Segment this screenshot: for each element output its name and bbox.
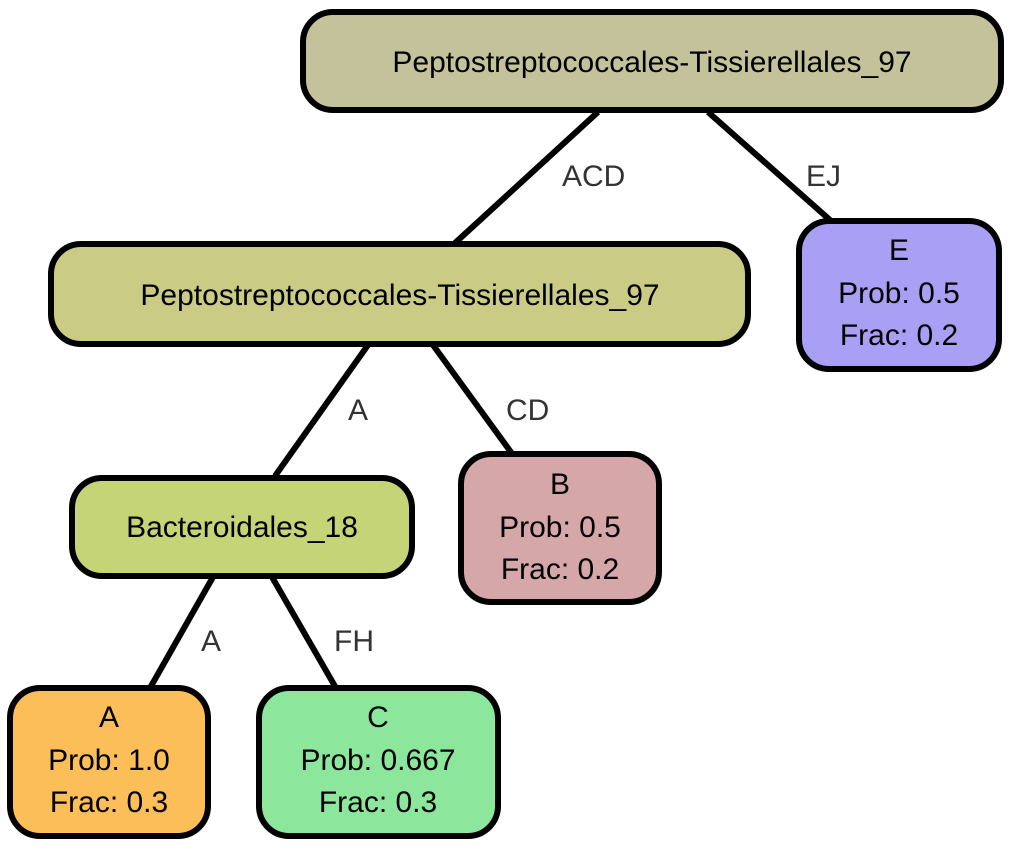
edge-inner-to-bacteroidales [272,343,371,478]
tree-edges [147,109,832,690]
edge-bacteroidales-to-a [147,575,216,690]
node-leaf-b-class: B [550,468,570,501]
node-leaf-c-class: C [367,701,389,734]
edge-label-fh: FH [334,625,374,658]
node-leaf-c-prob: Prob: 0.667 [300,744,455,777]
tree-edge-labels: ACD EJ A CD A FH [201,160,841,658]
node-inner: Peptostreptococcales-Tissierellales_97 [48,241,751,347]
node-leaf-a-box [7,685,211,839]
edge-label-cd: CD [506,394,549,427]
edge-inner-to-b [430,343,516,457]
edge-label-a-upper: A [348,394,368,427]
node-leaf-a-frac: Frac: 0.3 [50,786,168,819]
node-bacteroidales-label: Bacteroidales_18 [126,511,358,544]
node-leaf-b-box [458,451,662,605]
edge-label-a-lower: A [201,625,221,658]
node-bacteroidales-box [69,475,415,579]
node-leaf-e-box [796,218,1002,372]
node-leaf-a-prob: Prob: 1.0 [48,744,170,777]
node-leaf-a-class: A [99,701,119,734]
tree-nodes: Peptostreptococcales-Tissierellales_97 P… [7,9,1004,839]
node-leaf-c-frac: Frac: 0.3 [319,786,437,819]
node-root-box [300,9,1004,113]
node-leaf-c: C Prob: 0.667 Frac: 0.3 [256,685,501,839]
node-leaf-e-class: E [889,234,909,267]
edge-label-acd: ACD [562,160,625,193]
node-leaf-a: A Prob: 1.0 Frac: 0.3 [7,685,211,839]
node-bacteroidales: Bacteroidales_18 [69,475,415,579]
node-leaf-b-frac: Frac: 0.2 [501,553,619,586]
edge-label-ej: EJ [806,160,841,193]
node-leaf-b-prob: Prob: 0.5 [499,511,621,544]
node-inner-label: Peptostreptococcales-Tissierellales_97 [140,279,659,312]
edge-bacteroidales-to-c [269,575,339,690]
node-leaf-b: B Prob: 0.5 Frac: 0.2 [458,451,662,605]
edge-root-to-inner [452,109,601,246]
node-leaf-e-prob: Prob: 0.5 [838,277,960,310]
node-leaf-e-frac: Frac: 0.2 [840,319,958,352]
node-root: Peptostreptococcales-Tissierellales_97 [300,9,1004,113]
node-root-label: Peptostreptococcales-Tissierellales_97 [392,46,911,79]
node-inner-box [48,241,751,347]
edge-root-to-e [706,109,832,223]
node-leaf-c-box [256,685,501,839]
node-leaf-e: E Prob: 0.5 Frac: 0.2 [796,218,1002,372]
